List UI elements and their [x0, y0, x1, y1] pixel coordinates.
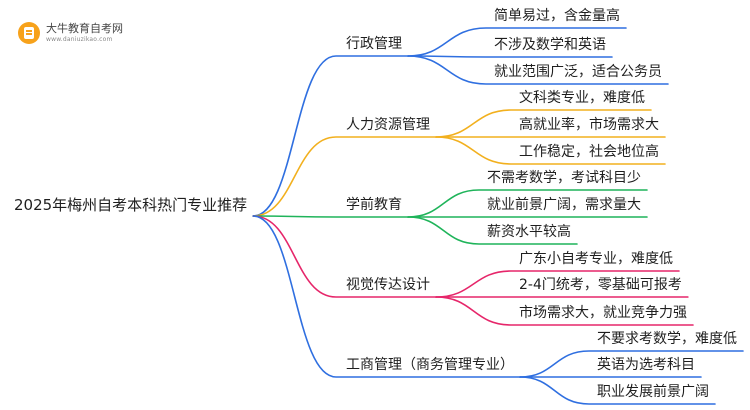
- connector-leaf-0-0: [407, 27, 627, 57]
- connector-branch-3: [252, 215, 437, 298]
- leaf-4-1: 英语为选考科目: [597, 357, 695, 373]
- branch-xueqian: 学前教育: [346, 197, 402, 213]
- connector-branch-2: [252, 215, 409, 218]
- leaf-2-2: 薪资水平较高: [487, 224, 571, 240]
- connector-leaf-3-0: [435, 270, 680, 298]
- leaf-0-2: 就业范围广泛，适合公务员: [494, 64, 662, 80]
- branch-gongshang: 工商管理（商务管理专业）: [346, 357, 514, 373]
- leaf-1-0: 文科类专业，难度低: [519, 90, 645, 106]
- leaf-4-2: 职业发展前景广阔: [597, 384, 709, 400]
- leaf-0-1: 不涉及数学和英语: [494, 37, 606, 53]
- leaf-0-0: 简单易过，含金量高: [494, 8, 620, 24]
- book-icon: [18, 22, 40, 44]
- leaf-1-1: 高就业率，市场需求大: [519, 117, 659, 133]
- leaf-3-0: 广东小自考专业，难度低: [519, 251, 673, 267]
- branch-shijue: 视觉传达设计: [346, 277, 430, 293]
- connector-branch-1: [252, 136, 437, 217]
- branch-xingzheng: 行政管理: [346, 36, 402, 52]
- root-topic: 2025年梅州自考本科热门专业推荐: [14, 196, 248, 214]
- connector-leaf-0-2: [407, 55, 669, 85]
- leaf-3-2: 市场需求大，就业竞争力强: [519, 305, 687, 321]
- connector-branch-4: [252, 215, 521, 378]
- connector-leaf-4-0: [519, 350, 744, 378]
- branch-renli: 人力资源管理: [346, 117, 430, 133]
- leaf-2-0: 不需考数学，考试科目少: [487, 170, 641, 186]
- connector-leaf-1-0: [435, 109, 652, 138]
- connector-leaf-1-2: [435, 136, 666, 165]
- connector-leaf-2-0: [407, 189, 648, 218]
- leaf-4-0: 不要求考数学，难度低: [597, 331, 737, 347]
- leaf-3-1: 2-4门统考，零基础可报考: [519, 277, 682, 293]
- logo-title: 大牛教育自考网: [46, 22, 123, 35]
- leaf-2-1: 就业前景广阔，需求量大: [487, 197, 641, 213]
- site-logo: 大牛教育自考网 www.daniuzikao.com: [18, 18, 123, 48]
- leaf-1-2: 工作稳定，社会地位高: [519, 144, 659, 160]
- connector-leaf-0-1: [407, 55, 613, 58]
- logo-url: www.daniuzikao.com: [46, 36, 113, 43]
- connector-leaf-2-2: [407, 216, 578, 245]
- connector-branch-0: [252, 55, 409, 217]
- connector-leaf-4-2: [519, 376, 716, 405]
- connector-leaf-3-2: [435, 296, 694, 326]
